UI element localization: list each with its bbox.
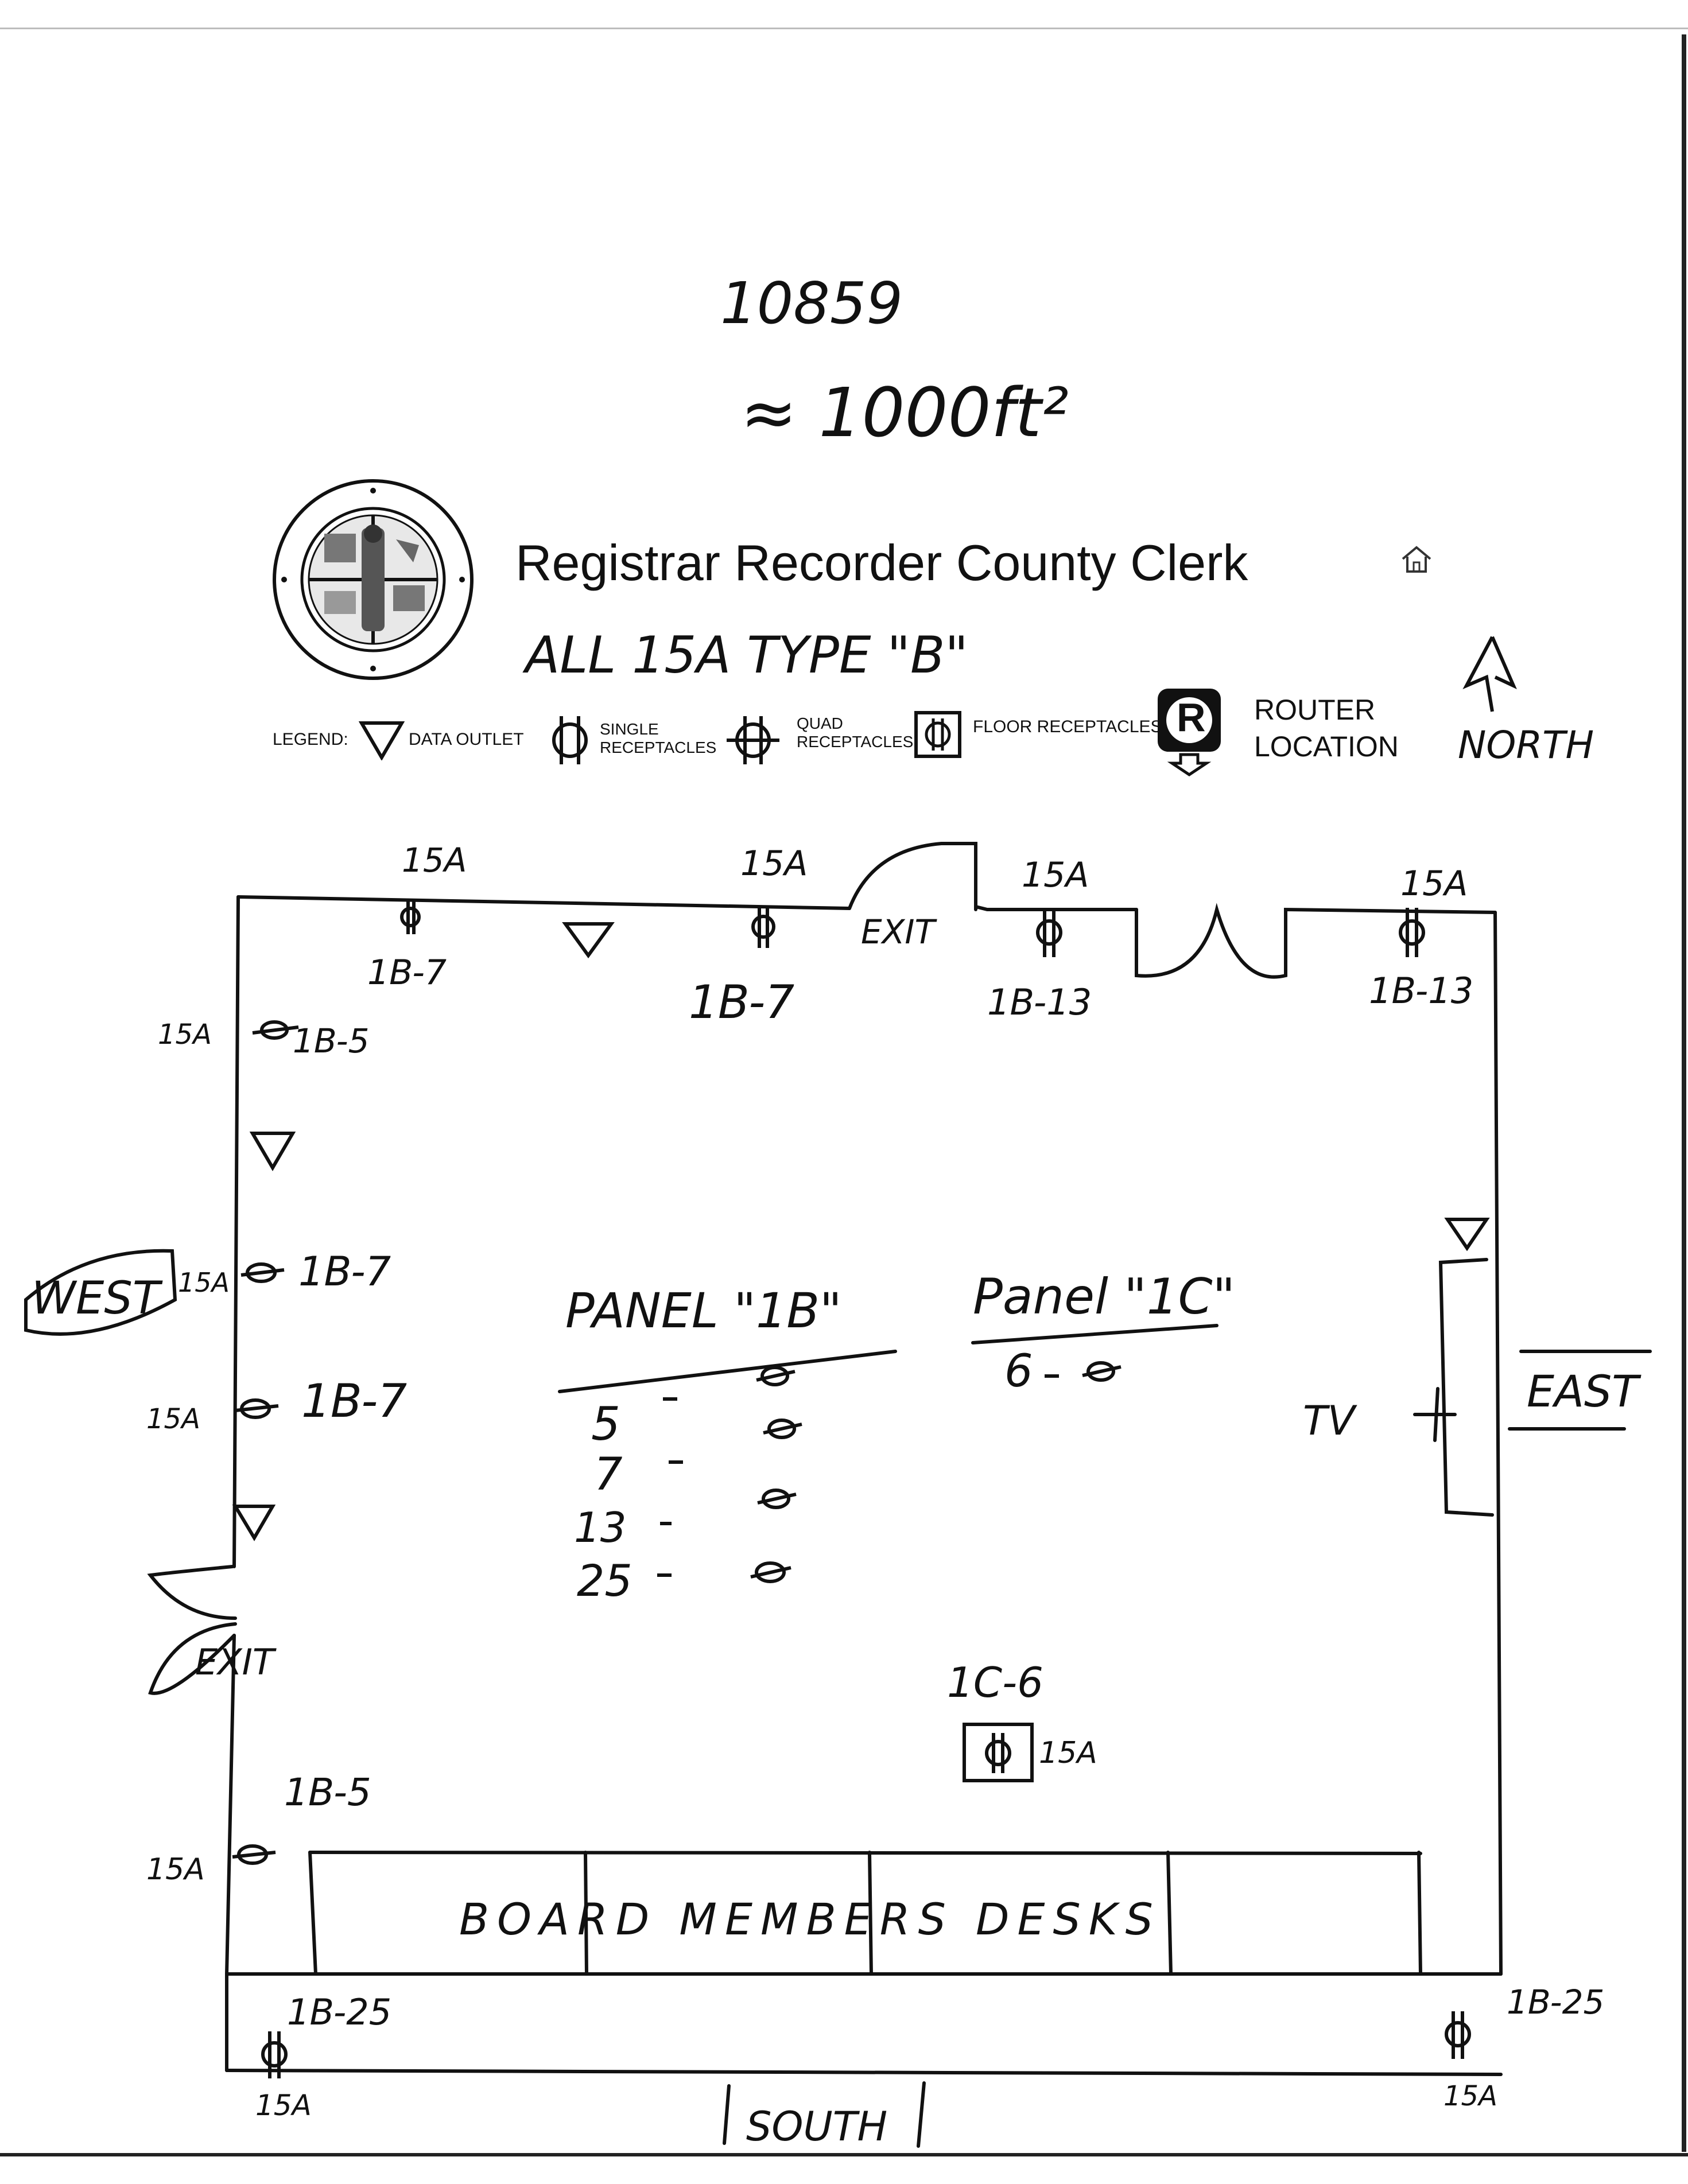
receptacle-west-3 [235,1398,279,1419]
panel-1c-row-6: 6 [1004,1346,1033,1397]
page-title: Registrar Recorder County Clerk [515,534,1248,591]
label-left-mid-amp: 15A [146,1403,200,1435]
breaker-note: ALL 15A TYPE "B" [525,625,968,685]
label-west-amp: 15A [178,1267,230,1298]
receptacle-north-4 [1399,908,1425,957]
receptacle-north-2 [751,906,775,948]
label-left-low-amp: 15A [146,1852,205,1887]
panel-1c-title: Panel "1C" [973,1268,1236,1326]
data-outlet-east [1444,1218,1490,1252]
receptacle-west-1 [252,1020,299,1040]
right-page-edge [1682,34,1686,2152]
receptacle-west-2 [240,1262,285,1283]
legend-label: LEGEND: [273,730,348,749]
label-bottom-left-circuit: 1B-25 [287,1991,392,2033]
desks-label: BOARD MEMBERS DESKS [459,1894,1161,1945]
legend-router: ROUTER LOCATION [1254,694,1399,763]
data-outlet-north [562,922,615,959]
south-label: SOUTH [746,2103,888,2150]
job-number: 10859 [720,270,903,337]
data-outlet-icon [358,720,405,763]
label-top-right-amp: 15A [1400,864,1468,904]
panel-1b-row-13: 13 [574,1503,627,1552]
label-left-mid-circuit: 1B-7 [301,1374,408,1428]
router-icon [1155,686,1224,780]
data-outlet-west-lower [232,1505,276,1541]
north-label: NORTH [1458,723,1594,767]
legend-quad: QUAD RECEPTACLES [797,714,914,751]
label-top-left-amp: 15A [740,844,808,884]
top-border-line [0,28,1688,29]
label-floor-circuit: 1C-6 [947,1658,1043,1707]
label-west-circuit: 1B-7 [298,1248,391,1295]
county-seal [270,476,476,683]
panel-1b-row-5: 5 [591,1397,620,1451]
legend-floor: FLOOR RECEPTACLES [973,717,1162,736]
data-outlet-west-upper [249,1132,296,1171]
tv-label: TV [1303,1397,1355,1444]
label-top-far-left-amp: 15A [402,841,467,880]
bottom-page-edge [0,2153,1688,2156]
label-left-upper-circuit: 1B-5 [293,1021,370,1060]
single-receptacle-icon [550,712,590,771]
room-area: ≈ 1000ft² [740,373,1069,452]
label-top-mid-circuit: 1B-13 [987,981,1092,1023]
panel-1b-title: PANEL "1B" [565,1283,842,1339]
label-top-far-left-circuit: 1B-7 [367,953,447,993]
floor-receptacle-icon [914,710,962,761]
label-left-upper-amp: 15A [158,1019,212,1051]
label-exit-left: EXIT [195,1641,274,1683]
receptacle-floor [985,1733,1011,1773]
label-left-low-circuit: 1B-5 [284,1770,371,1814]
receptacle-south-1 [261,2031,288,2078]
receptacle-north-3 [1036,908,1062,957]
receptacle-south-2 [1445,2011,1471,2059]
label-top-mid-amp: 15A [1022,855,1089,895]
label-floor-amp: 15A [1039,1736,1097,1770]
home-icon [1400,545,1433,576]
label-exit-top: EXIT [861,912,935,951]
legend-single: SINGLE RECEPTACLES [600,720,717,756]
label-bottom-left-amp: 15A [255,2089,312,2122]
quad-receptacle-icon [724,712,782,771]
legend-data-outlet: DATA OUTLET [409,730,524,749]
label-bottom-right-circuit: 1B-25 [1507,1983,1605,2022]
panel-1b-row-25: 25 [577,1555,632,1606]
label-top-left-circuit: 1B-7 [689,976,795,1029]
label-top-right-circuit: 1B-13 [1369,970,1474,1012]
north-arrow-icon [1461,634,1518,717]
east-label: EAST [1527,1366,1639,1417]
label-bottom-right-amp: 15A [1443,2080,1497,2112]
receptacle-north-1 [400,900,421,934]
router-letter: R [1177,695,1206,740]
receptacle-west-4 [232,1844,276,1865]
panel-1b-row-7: 7 [594,1449,623,1501]
west-label: WEST [32,1273,160,1324]
